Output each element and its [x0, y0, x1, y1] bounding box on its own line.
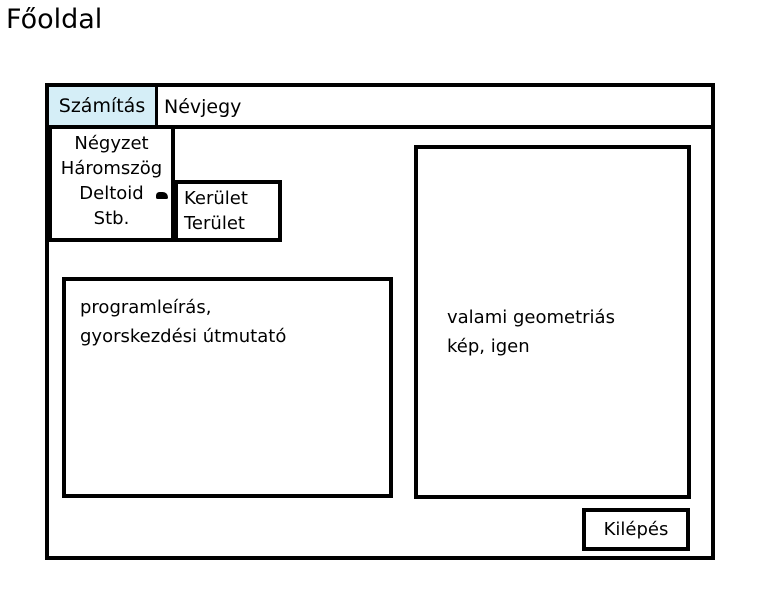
page-title: Főoldal	[6, 4, 103, 35]
geometry-image-placeholder: valami geometriás kép, igen	[414, 145, 691, 499]
calculation-submenu: Kerület Terület	[174, 180, 282, 242]
description-line: programleírás,	[80, 297, 212, 318]
tab-szamitas[interactable]: Számítás	[49, 87, 158, 125]
image-placeholder-line: valami geometriás	[447, 307, 615, 328]
submenu-pointer-icon	[156, 192, 168, 199]
menu-item-deltoid[interactable]: Deltoid	[79, 183, 144, 204]
image-placeholder-line: kép, igen	[447, 336, 530, 357]
tab-nevjegy[interactable]: Névjegy	[164, 96, 242, 118]
app-window-frame	[45, 83, 715, 560]
submenu-item-terulet[interactable]: Terület	[184, 213, 245, 234]
exit-button[interactable]: Kilépés	[582, 508, 690, 551]
description-line: gyorskezdési útmutató	[80, 326, 287, 347]
shape-dropdown-menu: Négyzet Háromszög Deltoid Stb.	[49, 127, 175, 242]
menu-bar-divider	[45, 125, 715, 129]
program-description-box: programleírás, gyorskezdési útmutató	[62, 277, 393, 498]
menu-item-stb[interactable]: Stb.	[93, 208, 130, 229]
menu-item-negyzet[interactable]: Négyzet	[74, 133, 149, 154]
menu-item-haromszog[interactable]: Háromszög	[60, 158, 163, 179]
submenu-item-kerulet[interactable]: Kerület	[184, 188, 248, 209]
